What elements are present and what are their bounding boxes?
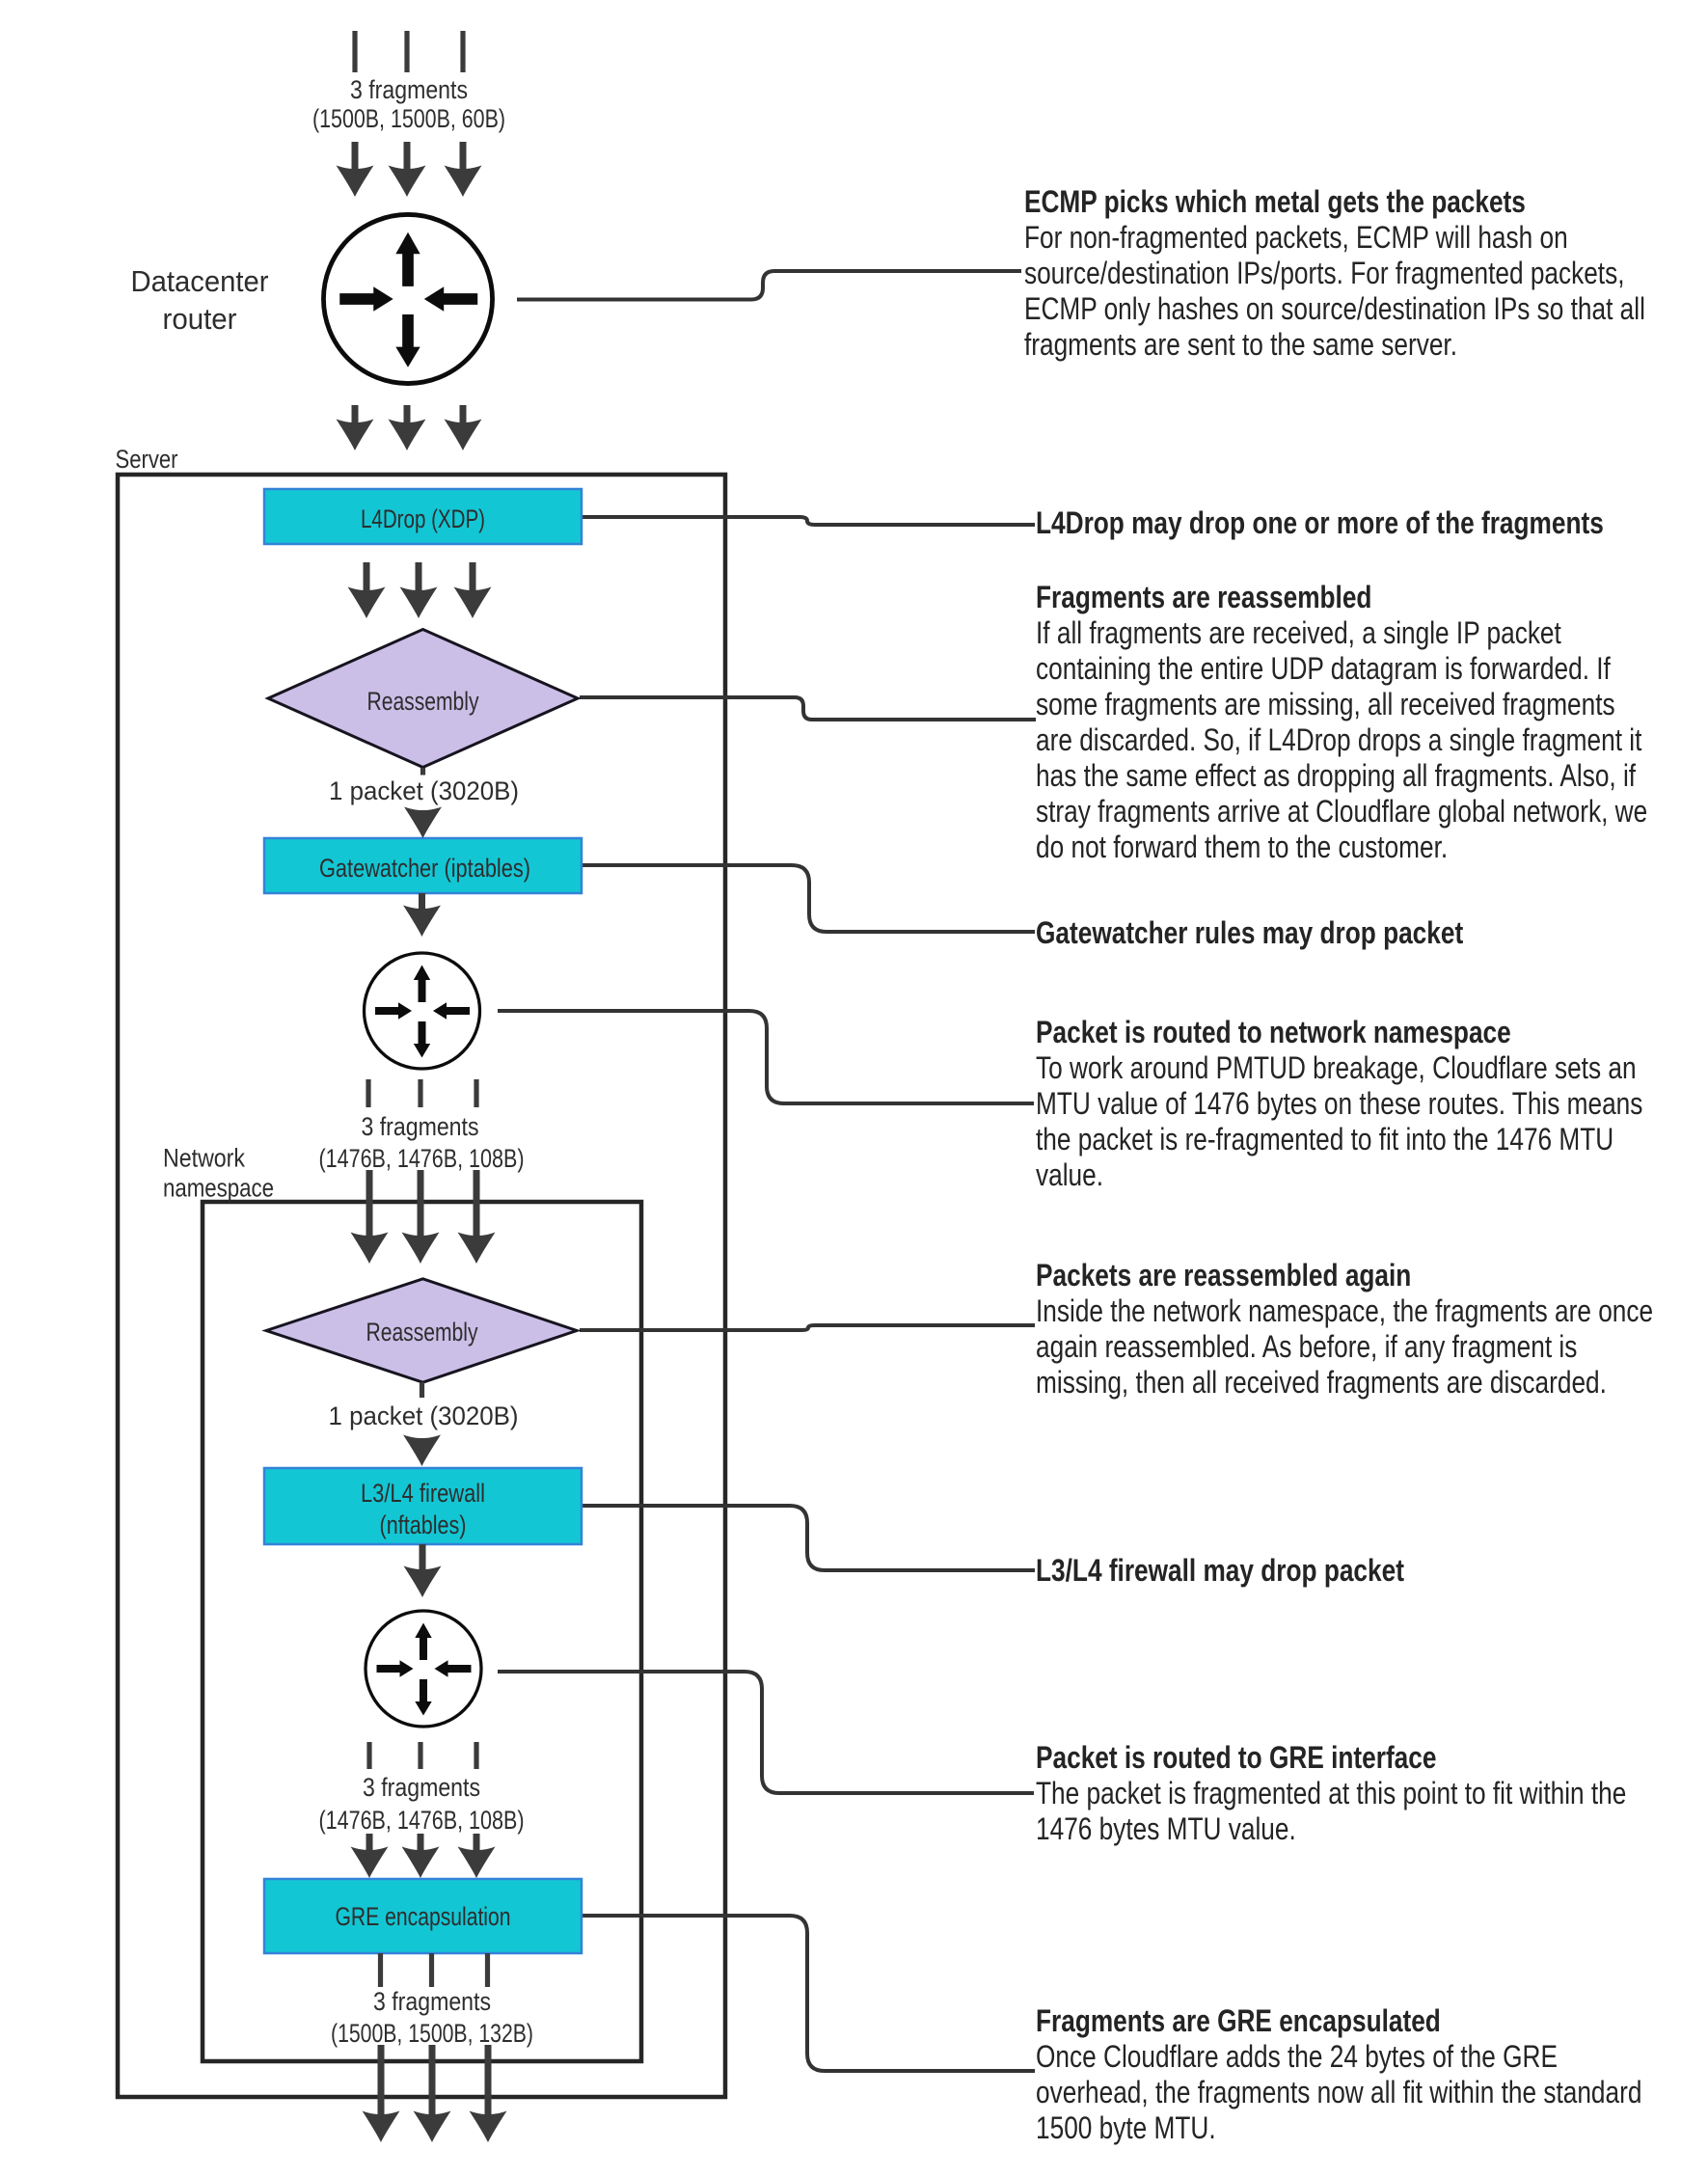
svg-text:missing, then all received fra: missing, then all received fragments are… [1036, 1367, 1607, 1401]
svg-text:Once Cloudflare adds the 24 by: Once Cloudflare adds the 24 bytes of the… [1036, 2041, 1558, 2075]
svg-text:1476 bytes MTU value.: 1476 bytes MTU value. [1036, 1813, 1296, 1847]
svg-text:3 fragments: 3 fragments [373, 1987, 491, 2016]
svg-text:some fragments are missing, al: some fragments are missing, all received… [1036, 689, 1615, 722]
svg-text:containing the entire UDP data: containing the entire UDP datagram is fo… [1036, 653, 1612, 687]
svg-text:To work around PMTUD breakage,: To work around PMTUD breakage, Cloudflar… [1036, 1052, 1637, 1086]
svg-text:The packet is fragmented at th: The packet is fragmented at this point t… [1036, 1778, 1626, 1811]
svg-text:Reassembly: Reassembly [366, 1318, 478, 1347]
svg-text:Datacenter: Datacenter [131, 264, 269, 298]
svg-text:Reassembly: Reassembly [367, 687, 479, 716]
svg-text:1 packet (3020B): 1 packet (3020B) [329, 776, 519, 805]
svg-text:fragments are sent to the same: fragments are sent to the same server. [1024, 329, 1457, 363]
svg-text:Gatewatcher (iptables): Gatewatcher (iptables) [319, 854, 530, 883]
svg-text:overhead, the fragments now al: overhead, the fragments now all fit with… [1036, 2077, 1641, 2110]
svg-text:GRE encapsulation: GRE encapsulation [336, 1902, 511, 1931]
svg-text:Fragments are GRE encapsulated: Fragments are GRE encapsulated [1036, 2005, 1441, 2039]
svg-text:router: router [163, 302, 237, 336]
svg-text:1 packet (3020B): 1 packet (3020B) [329, 1401, 519, 1430]
svg-text:Fragments are reassembled: Fragments are reassembled [1036, 582, 1371, 615]
svg-text:Server: Server [116, 445, 178, 474]
svg-text:Packet is routed to network na: Packet is routed to network namespace [1036, 1017, 1511, 1050]
svg-text:Network: Network [163, 1144, 245, 1173]
svg-text:3 fragments: 3 fragments [350, 75, 468, 104]
svg-text:For non-fragmented packets, EC: For non-fragmented packets, ECMP will ha… [1024, 222, 1568, 256]
svg-text:L4Drop (XDP): L4Drop (XDP) [361, 504, 485, 533]
svg-text:stray fragments arrive at Clou: stray fragments arrive at Cloudflare glo… [1036, 796, 1647, 830]
svg-text:namespace: namespace [163, 1174, 274, 1203]
svg-text:are discarded. So, if L4Drop d: are discarded. So, if L4Drop drops a sin… [1036, 724, 1641, 758]
svg-text:(1500B, 1500B, 132B): (1500B, 1500B, 132B) [331, 2019, 533, 2048]
svg-text:source/destination IPs/ports.: source/destination IPs/ports. For fragme… [1024, 258, 1625, 291]
svg-text:3 fragments: 3 fragments [363, 1773, 480, 1802]
svg-text:ECMP picks which metal gets th: ECMP picks which metal gets the packets [1024, 186, 1526, 220]
svg-text:3 fragments: 3 fragments [362, 1112, 479, 1141]
svg-text:value.: value. [1036, 1159, 1103, 1193]
svg-text:L3/L4 firewall may drop packet: L3/L4 firewall may drop packet [1036, 1555, 1404, 1589]
svg-text:(1500B, 1500B, 60B): (1500B, 1500B, 60B) [312, 104, 505, 133]
svg-text:1500 byte MTU.: 1500 byte MTU. [1036, 2112, 1216, 2146]
svg-text:If all fragments are received,: If all fragments are received, a single … [1036, 617, 1561, 651]
svg-text:ECMP only hashes on source/des: ECMP only hashes on source/destination I… [1024, 293, 1645, 327]
svg-text:Packet is routed to GRE interf: Packet is routed to GRE interface [1036, 1742, 1436, 1776]
svg-text:L3/L4 firewall: L3/L4 firewall [361, 1479, 485, 1508]
svg-text:again reassembled. As before,: again reassembled. As before, if any fra… [1036, 1331, 1577, 1365]
svg-text:has the same effect as droppin: has the same effect as dropping all frag… [1036, 760, 1637, 794]
svg-text:do not forward them to the cus: do not forward them to the customer. [1036, 831, 1448, 865]
svg-text:the packet is re-fragmented to: the packet is re-fragmented to fit into … [1036, 1124, 1613, 1157]
svg-text:(nftables): (nftables) [380, 1510, 467, 1539]
svg-text:(1476B, 1476B, 108B): (1476B, 1476B, 108B) [319, 1144, 525, 1173]
svg-text:Packets are reassembled again: Packets are reassembled again [1036, 1260, 1411, 1293]
svg-text:L4Drop may drop one or more of: L4Drop may drop one or more of the fragm… [1036, 507, 1604, 541]
svg-text:(1476B, 1476B, 108B): (1476B, 1476B, 108B) [319, 1806, 525, 1835]
svg-text:Gatewatcher rules may drop pac: Gatewatcher rules may drop packet [1036, 917, 1463, 951]
svg-text:Inside the network namespace,: Inside the network namespace, the fragme… [1036, 1295, 1653, 1329]
svg-text:MTU value of 1476 bytes on the: MTU value of 1476 bytes on these routes.… [1036, 1088, 1642, 1122]
